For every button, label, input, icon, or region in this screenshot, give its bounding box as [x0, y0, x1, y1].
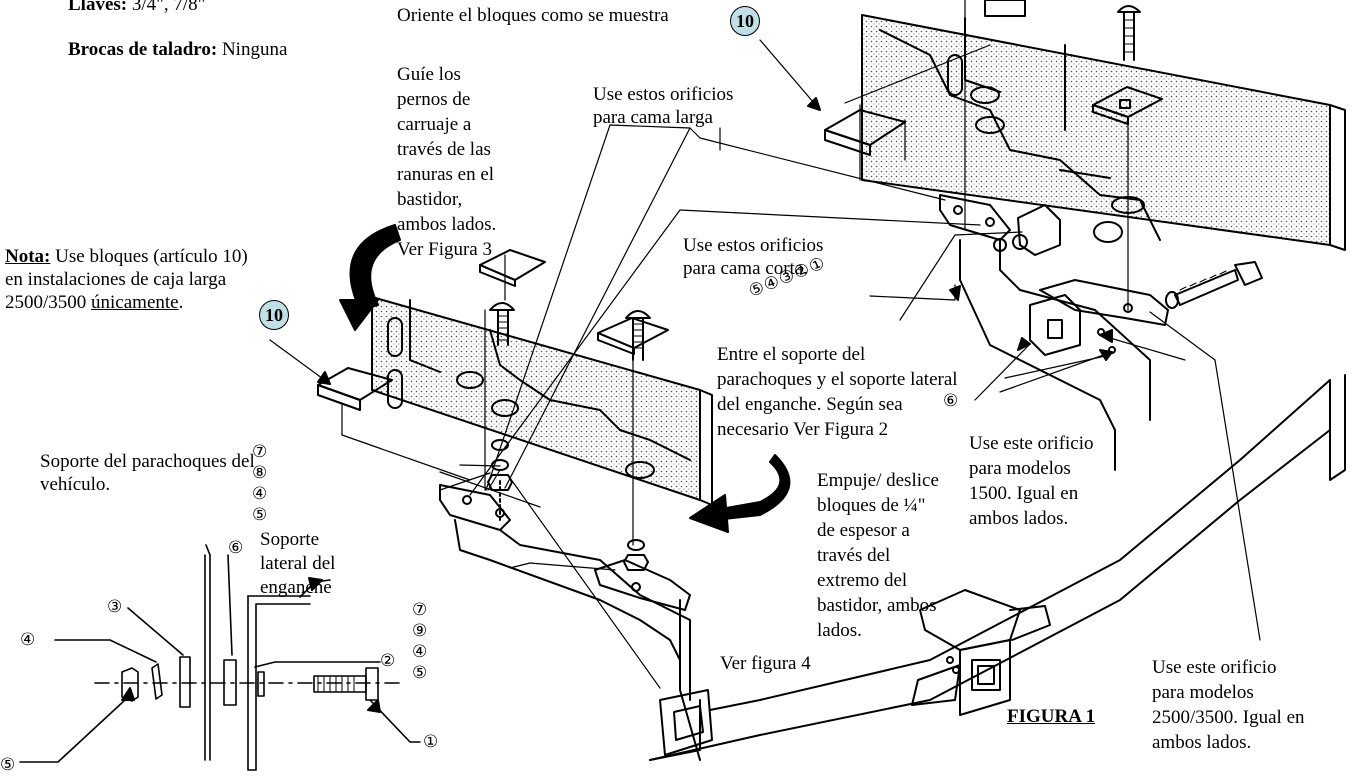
hole-2500-callout: Use este orificio para modelos 2500/3500…	[1152, 655, 1305, 755]
item-number: ④	[412, 642, 428, 662]
upper-side-bracket	[939, 194, 1169, 471]
note-emphasis: únicamente	[91, 292, 179, 313]
guide-bolts-line: carruaje a	[397, 114, 472, 135]
hole-1500-line: 1500. Igual en	[969, 483, 1079, 504]
hole-1500-callout: Use este orificio para modelos 1500. Igu…	[969, 431, 1094, 531]
detail-item-5: ⑤	[0, 755, 16, 775]
figure-title: FIGURA 1	[1007, 706, 1096, 727]
hardware-stack-left-1: ⑦ ⑧ ④ ⑤	[252, 442, 267, 526]
guide-bolts-line: Ver Figura 3	[397, 239, 492, 260]
between-brackets-line: Entre el soporte del	[717, 344, 866, 365]
item-number: ⑨	[412, 621, 428, 641]
short-bed-callout: Use estos orificios para cama corta.	[683, 234, 823, 280]
wrenches-line: Llaves: 3/4", 7/8"	[68, 0, 205, 16]
note-line: Use bloques (artículo 10)	[55, 246, 248, 267]
hole-1500-line: ambos lados.	[969, 508, 1069, 529]
long-bed-line: Use estos orificios	[593, 84, 734, 105]
side-bracket-line: enganche	[260, 577, 332, 598]
curved-arrows	[339, 224, 791, 533]
detail-arrowheads	[121, 97, 1113, 713]
hole-1500-line: para modelos	[969, 458, 1071, 479]
bumper-bracket-line: Soporte del parachoques del	[40, 451, 255, 472]
item-number: ⑦	[252, 442, 268, 462]
item-number: ④	[252, 484, 268, 504]
detail-item-3: ③	[107, 597, 123, 617]
upper-carriage-bolt-right	[1165, 261, 1263, 309]
item-6-label: ⑥	[943, 391, 959, 411]
guide-bolts-line: bastidor,	[397, 189, 463, 210]
short-bed-line: para cama corta.	[683, 258, 808, 279]
note-label: Nota:	[5, 246, 51, 267]
hardware-stack-left-2: ⑦ ⑨ ④ ⑤	[412, 600, 427, 684]
hole-1500-line: Use este orificio	[969, 433, 1094, 454]
hole-2500-line: Use este orificio	[1152, 657, 1277, 678]
bumper-bracket-label: Soporte del parachoques del vehículo.	[40, 450, 255, 496]
guide-bolts-line: través de las	[397, 139, 491, 160]
item-number: ⑧	[252, 463, 268, 483]
note-block: Nota: Use bloques (artículo 10) en insta…	[5, 245, 248, 314]
push-blocks-line: bloques de ¼"	[817, 495, 926, 516]
item-number: ⑤	[252, 505, 268, 525]
item-10-badge-left: 10	[259, 300, 289, 330]
item-number: ⑤	[412, 663, 428, 683]
push-blocks-line: Empuje/ deslice	[817, 470, 939, 491]
detail-item-4: ④	[20, 630, 36, 650]
guide-bolts-line: ranuras en el	[397, 164, 495, 185]
short-bed-line: Use estos orificios	[683, 235, 824, 256]
side-bracket-line: lateral del	[260, 553, 336, 574]
hitch-crossbar	[649, 374, 1346, 761]
lower-side-bracket	[439, 484, 701, 761]
detail-item-6: ⑥	[228, 538, 244, 558]
side-bracket-line: Soporte	[260, 529, 320, 550]
lower-frame-rail	[371, 296, 713, 506]
item-10-badge-top: 10	[730, 6, 760, 36]
drills-label: Brocas de taladro:	[68, 39, 218, 60]
detail-item-2: ②	[380, 651, 396, 671]
long-bed-callout: Use estos orificios para cama larga	[593, 83, 733, 129]
guide-bolts-callout: Guíe los pernos de carruaje a través de …	[397, 62, 496, 262]
note-line: 2500/3500	[5, 292, 87, 313]
between-brackets-line: parachoques y el soporte lateral	[717, 369, 958, 390]
guide-bolts-line: Guíe los	[397, 64, 461, 85]
wrenches-label: Llaves:	[68, 0, 128, 15]
leader-lines	[269, 0, 1261, 689]
guide-bolts-line: pernos de	[397, 89, 471, 110]
note-period: .	[178, 292, 184, 313]
guide-bolts-line: ambos lados.	[397, 214, 497, 235]
see-figure-4: Ver figura 4	[720, 653, 811, 674]
hole-2500-line: 2500/3500. Igual en	[1152, 707, 1305, 728]
wrenches-value: 3/4", 7/8"	[131, 0, 206, 15]
orient-blocks-callout: Oriente el bloques como se muestra	[397, 5, 669, 26]
bumper-bracket-line: vehículo.	[40, 474, 111, 495]
hole-2500-line: para modelos	[1152, 682, 1254, 703]
item-number: ⑦	[412, 600, 428, 620]
push-blocks-line: través del	[817, 545, 891, 566]
side-bracket-label: Soporte lateral del enganche	[260, 528, 335, 600]
between-brackets-line: del enganche. Según sea	[717, 394, 903, 415]
upper-frame-rail	[861, 14, 1346, 251]
note-line: en instalaciones de caja larga	[5, 269, 227, 290]
between-brackets-callout: Entre el soporte del parachoques y el so…	[717, 342, 958, 442]
push-blocks-line: bastidor, ambos	[817, 595, 937, 616]
drills-line: Brocas de taladro: Ninguna	[68, 38, 287, 61]
long-bed-line: para cama larga	[593, 107, 713, 128]
hole-2500-line: ambos lados.	[1152, 732, 1252, 753]
push-blocks-line: extremo del	[817, 570, 908, 591]
detail-exploded-view	[19, 544, 421, 771]
detail-item-1: ①	[423, 732, 439, 752]
push-blocks-line: lados.	[817, 620, 862, 641]
push-blocks-line: de espesor a	[817, 520, 910, 541]
push-blocks-callout: Empuje/ deslice bloques de ¼" de espesor…	[817, 468, 939, 643]
drills-value: Ninguna	[221, 39, 288, 60]
between-brackets-line: necesario Ver Figura 2	[717, 419, 889, 440]
lower-blocks	[317, 249, 669, 411]
